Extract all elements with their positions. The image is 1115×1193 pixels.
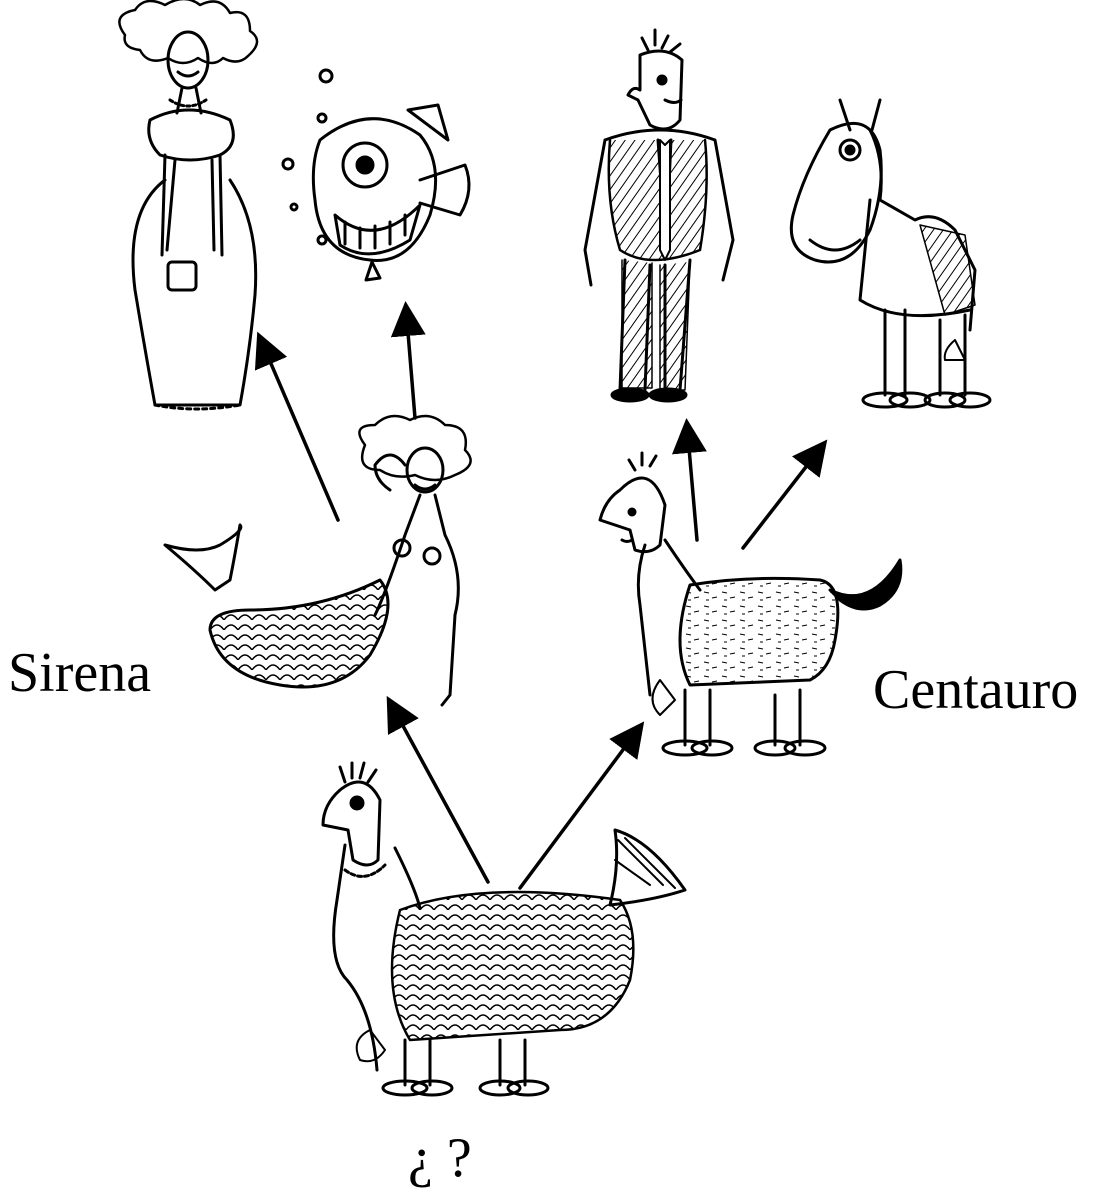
arrow-centaur-to-horse	[743, 445, 823, 548]
mermaid-figure	[165, 416, 471, 705]
arrow-mermaid-to-woman	[260, 338, 338, 520]
horse-figure	[791, 100, 990, 407]
man-figure	[585, 30, 733, 401]
question-label: ¿ ?	[408, 1130, 472, 1186]
sirena-label: Sirena	[8, 645, 151, 701]
woman-figure	[119, 0, 257, 409]
hybrid-figure	[323, 763, 685, 1095]
arrow-centaur-to-man	[687, 425, 697, 540]
centaur-figure	[600, 453, 901, 755]
fish-figure	[283, 70, 469, 280]
centauro-label: Centauro	[873, 662, 1078, 718]
arrow-mermaid-to-fish	[406, 308, 415, 418]
arrow-hybrid-to-mermaid	[390, 702, 488, 882]
